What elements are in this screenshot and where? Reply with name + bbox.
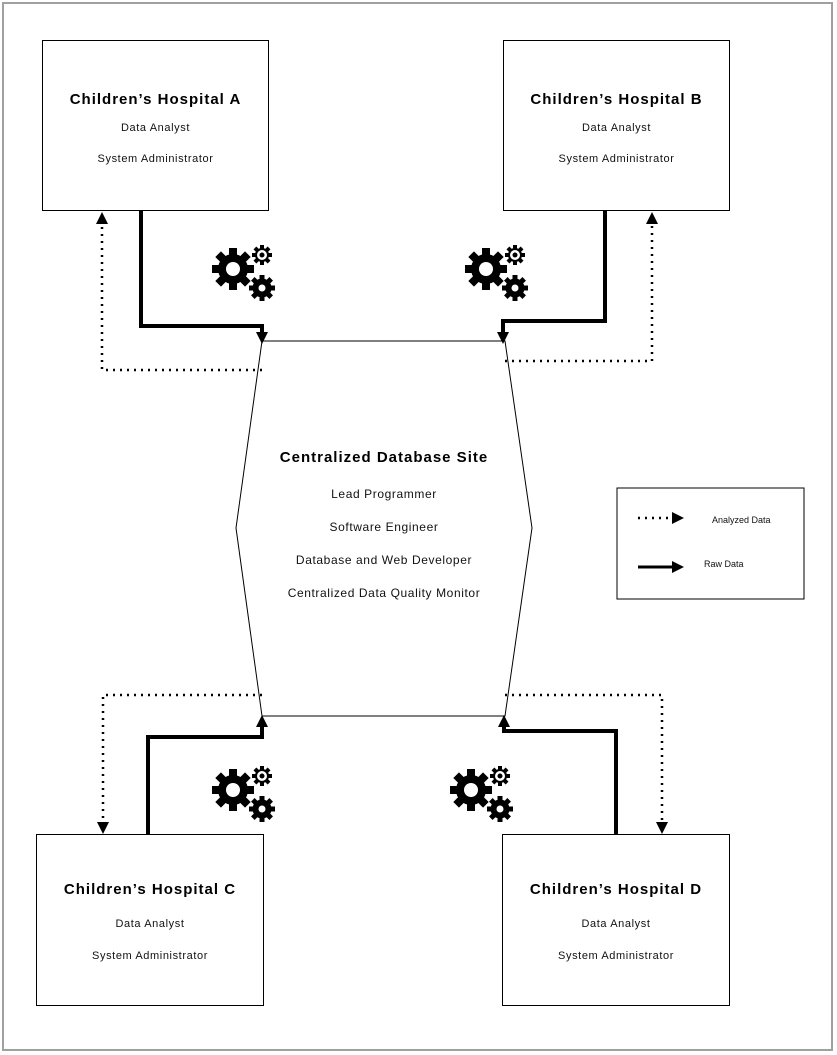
gears-icon [212, 766, 275, 822]
hub-role: Centralized Data Quality Monitor [287, 586, 481, 600]
analyzed-flow-c [97, 693, 262, 834]
hospital-b-box: Children’s Hospital B Data Analyst Syste… [503, 40, 730, 211]
legend-analyzed-symbol [638, 512, 684, 524]
gears-icon [450, 766, 513, 822]
legend-raw-symbol [638, 561, 684, 573]
analyzed-flow-d [505, 693, 668, 834]
hospital-d-box: Children’s Hospital D Data Analyst Syste… [502, 834, 730, 1006]
role-label: Data Analyst [115, 918, 185, 930]
role-label: Data Analyst [582, 122, 651, 134]
analyzed-flow-a [96, 212, 262, 372]
raw-flow-c [146, 715, 268, 834]
hospital-title: Children’s Hospital A [69, 91, 242, 108]
analyzed-flow-b [505, 212, 658, 363]
hospital-title: Children’s Hospital C [63, 881, 237, 898]
hospital-title: Children’s Hospital B [530, 91, 703, 108]
hub-role: Lead Programmer [331, 487, 437, 501]
hub-role: Software Engineer [329, 520, 439, 534]
gears-icon [465, 245, 528, 301]
gears-icon [212, 245, 275, 301]
hub-role: Database and Web Developer [295, 553, 473, 567]
legend-raw-label: Raw Data [704, 559, 744, 569]
hub-shape [235, 340, 533, 717]
legend-analyzed-label: Analyzed Data [712, 515, 771, 525]
hospital-title: Children’s Hospital D [529, 881, 703, 898]
hospital-a-box: Children’s Hospital A Data Analyst Syste… [42, 40, 269, 211]
role-label: Data Analyst [121, 122, 190, 134]
legend-box [616, 487, 805, 600]
raw-flow-d [498, 715, 618, 834]
hub-title: Centralized Database Site [279, 449, 489, 466]
role-label: System Administrator [97, 153, 214, 165]
role-label: Data Analyst [581, 918, 651, 930]
role-label: System Administrator [558, 153, 675, 165]
hospital-c-box: Children’s Hospital C Data Analyst Syste… [36, 834, 264, 1006]
role-label: System Administrator [92, 950, 208, 962]
hub-content: Centralized Database Site Lead Programme… [236, 449, 532, 619]
role-label: System Administrator [558, 950, 674, 962]
raw-flow-b [497, 210, 607, 344]
raw-flow-a [139, 210, 268, 344]
